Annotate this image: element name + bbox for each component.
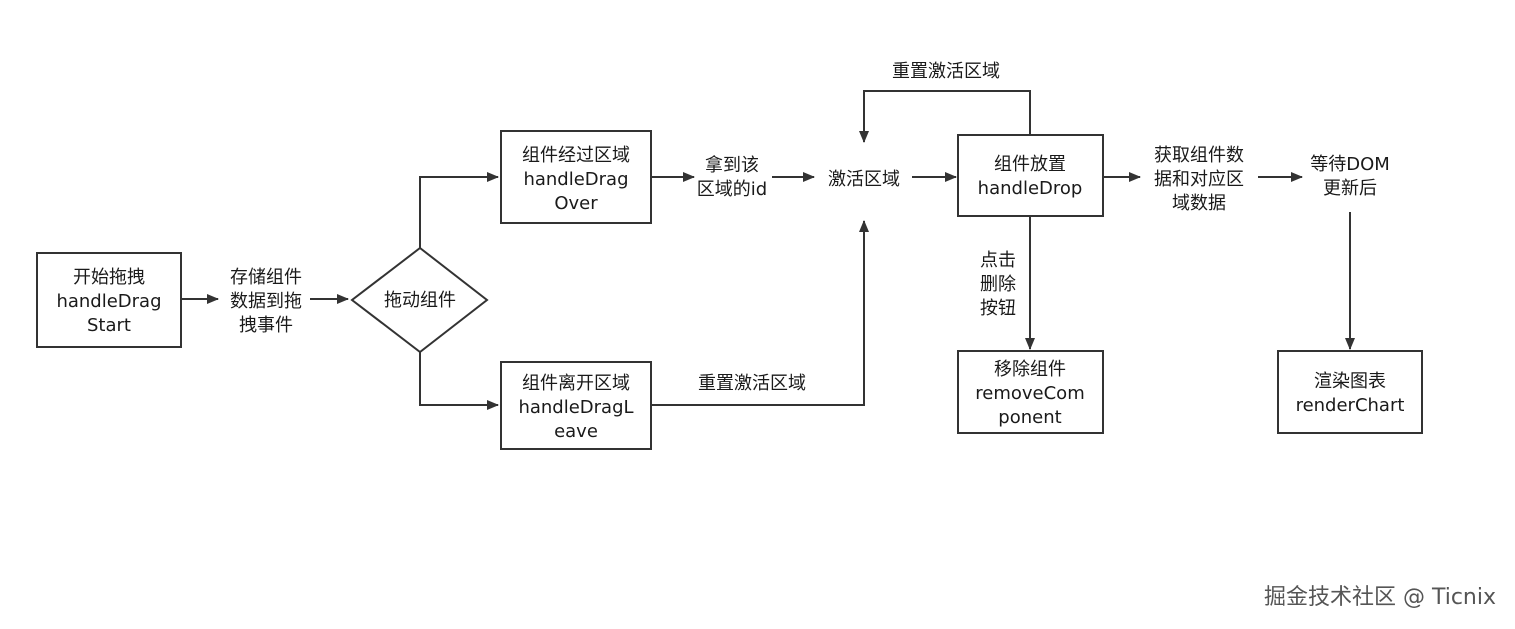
node-remove-line-3: ponent: [998, 407, 1061, 428]
edge-drag-to-over: [419, 172, 499, 249]
node-drag-decision: 拖动组件: [350, 246, 489, 354]
node-getdata-line-3: 域数据: [1172, 193, 1226, 214]
node-drag-leave: 组件离开区域 handleDragL eave: [500, 361, 652, 450]
node-getid-line-1: 拿到该: [705, 154, 759, 176]
node-getdata-line-1: 获取组件数: [1154, 145, 1244, 166]
node-activate-line-1: 激活区域: [828, 169, 900, 190]
node-store-line-1: 存储组件: [230, 267, 302, 288]
node-remove: 移除组件 removeCom ponent: [957, 350, 1104, 434]
edge-label-click-delete: 点击 删除 按钮: [980, 250, 1016, 319]
node-activate: 激活区域: [828, 169, 900, 190]
node-render-line-1: 渲染图表: [1314, 371, 1386, 392]
node-drop-line-2: handleDrop: [978, 178, 1083, 199]
edge-drag-to-leave: [419, 351, 499, 410]
node-get-id: 拿到该 区域的id: [697, 154, 767, 200]
edges: [181, 90, 1355, 410]
node-over-line-2: handleDrag: [523, 169, 628, 190]
edge-label-reset-leave: 重置激活区域: [698, 373, 806, 394]
edge-drop-loop-to-activate: [859, 90, 1031, 143]
node-get-data: 获取组件数 据和对应区 域数据: [1154, 145, 1244, 214]
node-remove-line-2: removeCom: [975, 383, 1084, 404]
node-drop-line-1: 组件放置: [994, 154, 1066, 175]
edge-label-click-line-2: 删除: [980, 274, 1016, 295]
node-over-line-1: 组件经过区域: [522, 145, 630, 166]
edge-label-click-line-1: 点击: [980, 250, 1016, 271]
node-start: 开始拖拽 handleDrag Start: [36, 252, 182, 348]
node-start-line-3: Start: [87, 315, 131, 336]
node-getdata-line-2: 据和对应区: [1154, 169, 1244, 190]
node-render: 渲染图表 renderChart: [1277, 350, 1423, 434]
node-wait-dom: 等待DOM 更新后: [1310, 154, 1390, 199]
node-leave-line-1: 组件离开区域: [522, 373, 630, 394]
node-leave-line-2: handleDragL: [518, 397, 633, 418]
watermark-text: 掘金技术社区 @ Ticnix: [1264, 585, 1496, 610]
edge-label-reset-loop-line-1: 重置激活区域: [892, 61, 1000, 82]
node-remove-line-1: 移除组件: [994, 359, 1066, 380]
edge-label-reset-leave-line-1: 重置激活区域: [698, 373, 806, 394]
node-start-line-1: 开始拖拽: [73, 267, 145, 288]
edge-label-click-line-3: 按钮: [980, 298, 1016, 319]
node-store-line-2: 数据到拖: [230, 291, 302, 312]
node-start-line-2: handleDrag: [56, 291, 161, 312]
edge-label-reset-loop: 重置激活区域: [892, 61, 1000, 82]
node-over-line-3: Over: [554, 193, 598, 214]
node-wait-line-2: 更新后: [1323, 178, 1377, 199]
node-drag-line-1: 拖动组件: [384, 290, 456, 311]
node-drop: 组件放置 handleDrop: [957, 134, 1104, 217]
node-render-line-2: renderChart: [1296, 395, 1405, 416]
node-store-line-3: 拽事件: [239, 315, 293, 336]
node-store-data: 存储组件 数据到拖 拽事件: [230, 267, 302, 336]
node-getid-line-2: 区域的id: [697, 179, 767, 200]
node-leave-line-3: eave: [554, 421, 598, 442]
node-drag-over: 组件经过区域 handleDrag Over: [500, 130, 652, 224]
edge-leave-to-activate: [651, 220, 869, 406]
node-wait-line-1: 等待DOM: [1310, 154, 1390, 175]
